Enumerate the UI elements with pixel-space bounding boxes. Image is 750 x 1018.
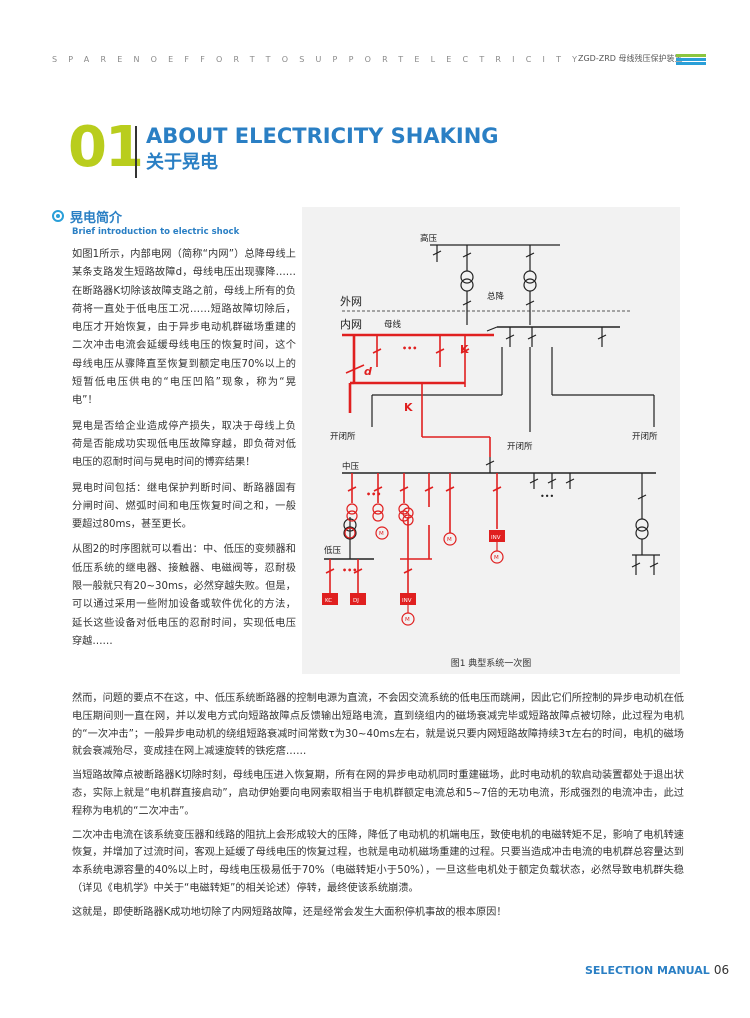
intro-paragraph: 从图2的时序图就可以看出：中、低压的变频器和低压系统的继电器、接触器、电磁阀等，… bbox=[72, 544, 296, 647]
label-motor: M bbox=[494, 555, 499, 561]
header-color-bars bbox=[676, 54, 706, 66]
single-line-diagram: 高压 总降 外网 内网 母线 开闭所 开闭所 开闭所 中压 低压 K K d •… bbox=[322, 233, 660, 626]
chapter-title-zh: 关于晃电 bbox=[146, 152, 218, 173]
body-paragraph: 然而，问题的要点不在这，中、低压系统断路器的控制电源为直流，不会因交流系统的低电… bbox=[72, 693, 684, 758]
kc-block bbox=[322, 593, 338, 605]
intro-paragraph: 如图1所示，内部电网（简称“内网”）总降母线上某条支路发生短路故障d，母线电压出… bbox=[72, 249, 296, 407]
label-motor: M bbox=[447, 537, 452, 543]
dj-block bbox=[350, 593, 366, 605]
label-breaker-k2: K bbox=[404, 401, 413, 414]
body-text: 然而，问题的要点不在这，中、低压系统断路器的控制电源为直流，不会因交流系统的低电… bbox=[72, 690, 684, 928]
intro-paragraph: 晃电时间包括：继电保护判断时间、断路器固有分闸时间、燃弧时间和电压恢复时间之和，… bbox=[72, 482, 296, 531]
label-dots: ••• bbox=[342, 566, 357, 575]
figure-caption: 图1 典型系统一次图 bbox=[450, 659, 532, 669]
label-inverter-mv: INV bbox=[491, 535, 501, 541]
page-number: 06 bbox=[713, 963, 730, 977]
label-medium-voltage: 中压 bbox=[342, 461, 360, 472]
label-fault-point: d bbox=[364, 365, 372, 378]
footer-label: SELECTION MANUAL bbox=[585, 964, 710, 977]
label-dj: DJ bbox=[353, 598, 359, 604]
label-switch-station-right: 开闭所 bbox=[632, 431, 658, 442]
label-main-step-down: 总降 bbox=[487, 291, 505, 302]
label-busbar: 母线 bbox=[384, 319, 402, 330]
label-dots: ••• bbox=[402, 344, 417, 353]
header-bar-blue bbox=[676, 58, 706, 61]
label-low-voltage: 低压 bbox=[324, 545, 342, 556]
section-bullet-icon bbox=[52, 210, 64, 222]
inverter-mv-block bbox=[489, 530, 505, 542]
label-external-grid: 外网 bbox=[340, 295, 362, 308]
label-breaker-k1: K bbox=[460, 343, 469, 356]
label-motor: M bbox=[405, 617, 410, 623]
body-paragraph: 这就是，即使断路器K成功地切除了内网短路故障，还是经常会发生大面积停机事故的根本… bbox=[72, 906, 507, 918]
chapter-title-en: ABOUT ELECTRICITY SHAKING bbox=[146, 124, 499, 148]
label-dots: ••• bbox=[540, 492, 554, 501]
chapter-divider bbox=[135, 126, 137, 178]
label-motor: M bbox=[379, 531, 384, 537]
intro-text-column: 如图1所示，内部电网（简称“内网”）总降母线上某条支路发生短路故障d，母线电压出… bbox=[72, 246, 296, 658]
body-paragraph: 当短路故障点被断路器K切除时刻，母线电压进入恢复期，所有在网的异步电动机同时重建… bbox=[72, 770, 684, 817]
label-kc: KC bbox=[325, 598, 332, 604]
intro-paragraph: 晃电是否给企业造成停产损失，取决于母线上负荷是否能成功实现低电压故障穿越，即负荷… bbox=[72, 420, 296, 469]
system-diagram: 高压 总降 外网 内网 母线 开闭所 开闭所 开闭所 中压 低压 K K d •… bbox=[302, 207, 680, 674]
label-switch-station-left: 开闭所 bbox=[330, 431, 356, 442]
label-internal-grid: 内网 bbox=[340, 317, 362, 331]
label-switch-station-mid: 开闭所 bbox=[507, 441, 533, 452]
body-paragraph: 二次冲击电流在该系统变压器和线路的阻抗上会形成较大的压降，降低了电动机的机端电压… bbox=[72, 829, 684, 894]
label-inverter-lv: INV bbox=[402, 598, 412, 604]
header-tagline: SPARENOEFFORTTOSUPPORTELECTRICITY bbox=[52, 55, 589, 64]
label-high-voltage: 高压 bbox=[420, 233, 438, 244]
inverter-lv-block bbox=[400, 593, 416, 605]
header-bar-blue-2 bbox=[676, 62, 706, 65]
header-bar-green bbox=[676, 54, 706, 57]
header-product-name: ZGD-ZRD 母线残压保护装置 bbox=[578, 54, 683, 63]
chapter-number: 01 bbox=[68, 115, 144, 180]
label-dots: ••• bbox=[366, 490, 381, 499]
section-title-zh: 晃电简介 bbox=[70, 211, 123, 226]
section-title-en: Brief introduction to electric shock bbox=[72, 227, 240, 237]
